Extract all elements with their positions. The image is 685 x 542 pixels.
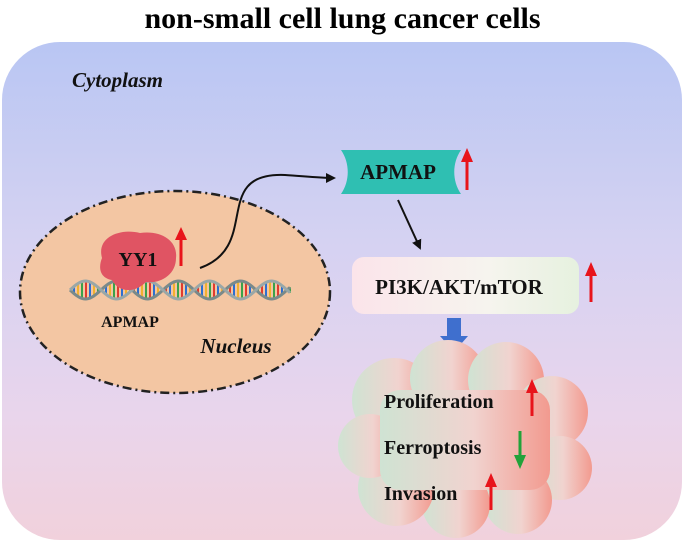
gene-label-apmap: APMAP [101,314,159,331]
yy1-protein: YY1 [100,231,177,291]
invasion-up-arrow-icon [485,473,497,510]
nucleus-label: Nucleus [199,334,271,358]
proliferation-up-arrow-icon [526,379,538,416]
pi3k-akt-mtor-box: PI3K/AKT/mTOR [352,257,579,314]
expression-arrow [199,172,336,269]
yy1-up-arrow-icon [175,227,187,266]
outcome-cloud [338,340,592,538]
apmap-label: APMAP [360,160,436,184]
outcome-ferroptosis: Ferroptosis [384,437,482,459]
outcome-proliferation: Proliferation [384,391,494,413]
diagram-title: non-small cell lung cancer cells [144,2,541,35]
apmap-up-arrow-icon [461,148,473,190]
apmap-box: APMAP [341,150,461,194]
pi3k-akt-mtor-label: PI3K/AKT/mTOR [375,275,543,299]
activation-arrow [397,199,422,250]
pathway-up-arrow-icon [585,262,597,302]
outcome-invasion: Invasion [384,483,457,505]
yy1-label: YY1 [119,249,158,271]
ferroptosis-down-arrow-icon [514,431,526,469]
cytoplasm-label: Cytoplasm [72,68,164,92]
dna-helix-icon [68,279,291,301]
